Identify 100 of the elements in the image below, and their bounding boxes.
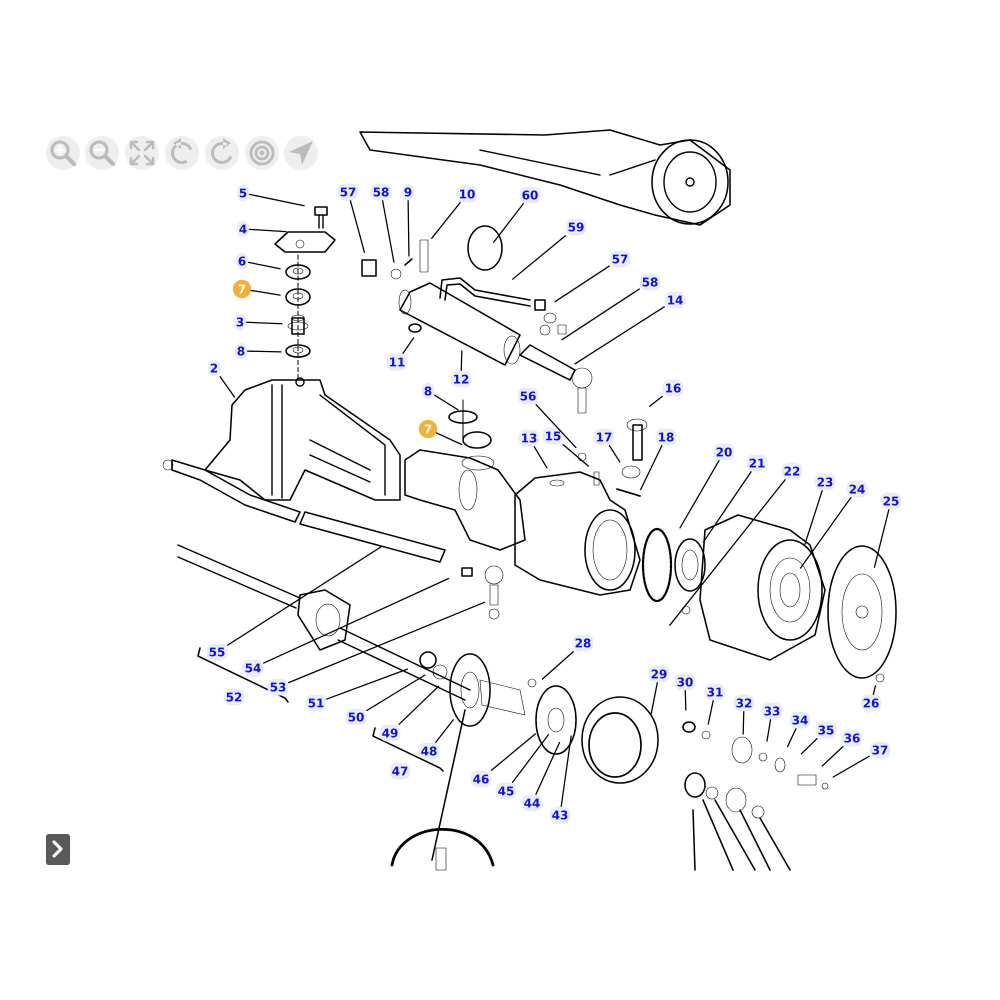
- leader-line: [366, 674, 426, 712]
- leader-line: [382, 200, 395, 263]
- callout-number: 6: [236, 252, 248, 270]
- callout-number: 57: [338, 184, 358, 200]
- callout-number: 20: [714, 444, 734, 460]
- leader-line: [708, 700, 714, 725]
- callout-number: 52: [224, 688, 244, 706]
- leader-line: [554, 265, 610, 302]
- callout-number: 15: [542, 428, 564, 444]
- callout-number: 10: [456, 186, 478, 202]
- leader-line: [263, 578, 450, 664]
- callout-number: 22: [782, 462, 802, 480]
- callout-number: 60: [520, 186, 540, 204]
- leader-line: [435, 719, 454, 743]
- leader-line: [288, 602, 486, 684]
- leader-line: [800, 497, 852, 569]
- callout-number: 49: [380, 724, 400, 742]
- leader-line: [431, 202, 461, 239]
- leader-line: [434, 394, 459, 410]
- leader-line: [542, 651, 574, 680]
- leader-line: [786, 728, 797, 748]
- callout-number: 33: [762, 702, 782, 720]
- leader-line: [535, 742, 560, 795]
- leader-line: [220, 376, 236, 398]
- callout-number: 36: [842, 730, 862, 746]
- callout-number: 3: [234, 314, 246, 330]
- callout-number: 23: [814, 474, 836, 490]
- leader-line: [490, 733, 536, 771]
- callout-number: 8: [422, 382, 434, 400]
- leader-line: [350, 200, 366, 253]
- leader-line: [512, 734, 550, 783]
- leader-line: [248, 228, 287, 232]
- callout-number: 45: [496, 782, 516, 800]
- callout-number: 57: [610, 250, 630, 268]
- leader-line: [874, 509, 890, 568]
- callout-number: 13: [518, 430, 540, 446]
- leader-line: [535, 404, 577, 448]
- leader-line: [460, 350, 462, 371]
- callout-number: 47: [390, 762, 410, 780]
- leader-line: [702, 471, 752, 543]
- leader-line: [800, 738, 818, 754]
- callout-number: 58: [370, 184, 392, 200]
- callout-number: 59: [566, 218, 586, 236]
- callout-number: 26: [860, 694, 882, 712]
- leader-line: [766, 719, 772, 742]
- callout-number: 9: [402, 184, 414, 200]
- callout-number: 5: [236, 184, 250, 202]
- callout-number: 56: [518, 388, 538, 404]
- leader-line: [679, 460, 720, 528]
- callout-number: 14: [664, 292, 686, 308]
- leader-line: [250, 290, 281, 296]
- leader-line: [248, 262, 281, 270]
- leader-line: [832, 756, 870, 778]
- leader-line: [246, 350, 282, 352]
- callout-number: 8: [234, 342, 248, 360]
- leader-line: [574, 306, 665, 364]
- callout-number: 31: [704, 684, 726, 700]
- callout-number: 37: [870, 742, 890, 758]
- leader-line: [227, 546, 383, 646]
- callout-number: 29: [648, 666, 670, 682]
- callout-number: 46: [470, 770, 492, 788]
- leader-line: [804, 490, 823, 545]
- leader-line: [402, 337, 414, 354]
- leader-line: [534, 446, 548, 468]
- callout-number: 44: [522, 794, 542, 812]
- leader-line: [398, 686, 440, 725]
- highlighted-callout-number: 7: [232, 280, 252, 298]
- callout-number: 28: [572, 634, 594, 652]
- callout-number: 48: [418, 742, 440, 760]
- leader-line: [562, 444, 590, 467]
- callout-number: 12: [450, 370, 472, 388]
- callout-number: 35: [816, 722, 836, 738]
- callout-number: 30: [674, 674, 696, 690]
- leader-line: [608, 445, 620, 463]
- leader-line: [649, 396, 663, 407]
- leader-line: [822, 746, 844, 767]
- leader-line: [512, 235, 566, 280]
- leader-line: [742, 711, 744, 735]
- callout-number: 43: [550, 806, 570, 824]
- callout-number: 50: [346, 708, 366, 726]
- leader-line: [326, 668, 408, 700]
- highlighted-callout-number: 7: [418, 420, 438, 438]
- leader-line: [640, 445, 662, 490]
- callout-number: 51: [306, 694, 326, 712]
- callout-number: 58: [640, 274, 660, 290]
- leader-line: [561, 288, 640, 340]
- leader-line: [684, 690, 686, 711]
- leader-line: [246, 322, 283, 324]
- leader-line: [408, 200, 410, 257]
- callout-number: 16: [662, 380, 684, 396]
- callout-number: 55: [206, 644, 228, 660]
- callout-number: 32: [734, 694, 754, 712]
- callout-number: 24: [846, 480, 868, 498]
- leader-line: [872, 685, 876, 695]
- callout-number: 18: [656, 428, 676, 446]
- callout-number: 53: [268, 678, 288, 696]
- leader-line: [248, 194, 305, 206]
- leader-line: [560, 735, 572, 807]
- leader-line: [650, 682, 658, 715]
- callout-number: 25: [880, 492, 902, 510]
